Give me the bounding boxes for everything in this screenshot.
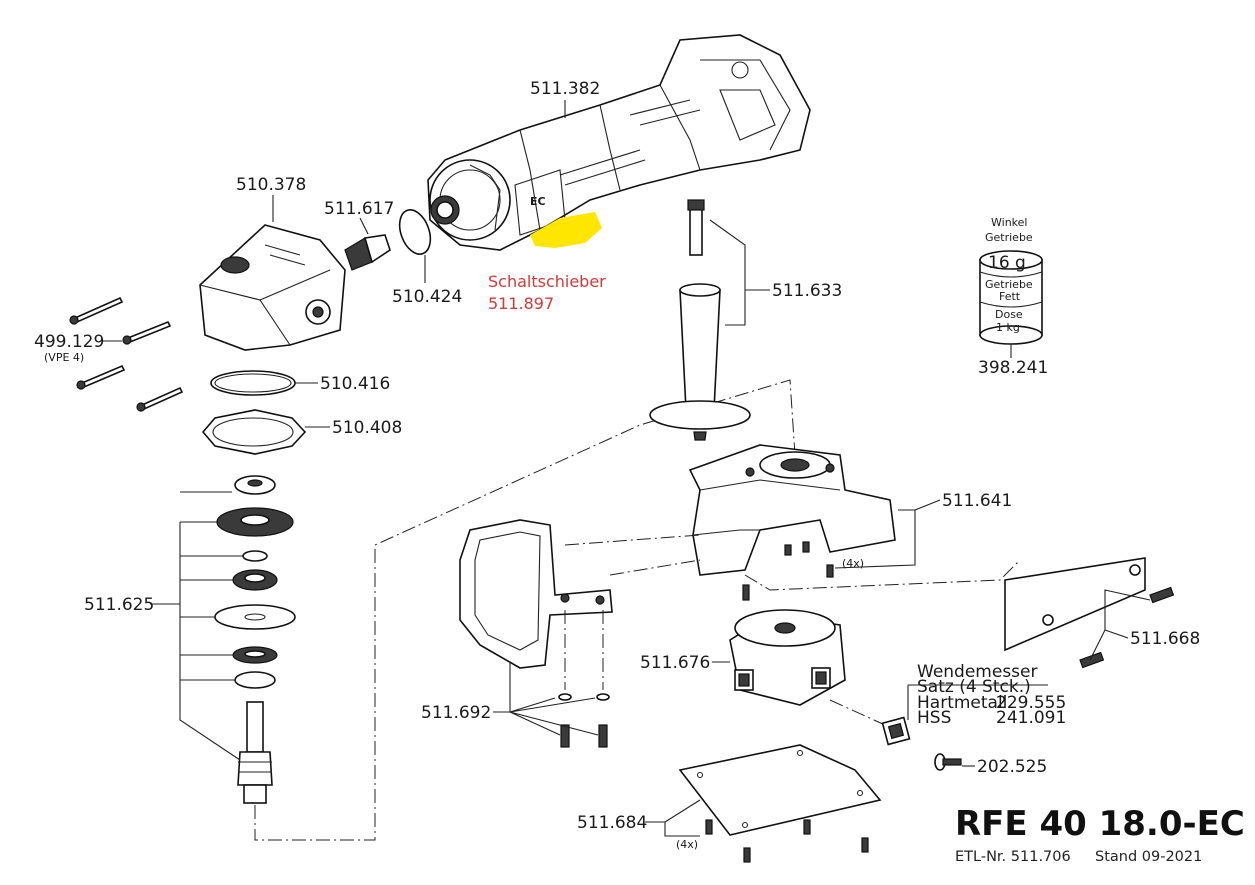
housing-screws bbox=[69, 296, 184, 412]
part-label-510424: 510.424 bbox=[392, 287, 462, 307]
model-title: RFE 40 18.0-EC bbox=[955, 804, 1245, 844]
part-label-499129: 499.129 bbox=[34, 332, 104, 352]
part-label-511692: 511.692 bbox=[421, 703, 491, 723]
tin-label-line3: Getriebe bbox=[985, 278, 1033, 291]
blade-insert bbox=[881, 716, 911, 746]
grease-tin bbox=[979, 250, 1043, 345]
chip-guard bbox=[459, 519, 613, 669]
blade-screw bbox=[934, 753, 962, 771]
footer-etl: ETL-Nr. 511.706 bbox=[955, 849, 1071, 865]
seal-ring bbox=[210, 370, 296, 396]
part-label-511668: 511.668 bbox=[1130, 629, 1200, 649]
part-label-511633: 511.633 bbox=[772, 281, 842, 301]
blade-row1-label: Hartmetall bbox=[917, 693, 1007, 713]
pinion-gear bbox=[344, 234, 391, 271]
tin-label-line2: Getriebe bbox=[985, 231, 1033, 244]
part-label-511676: 511.676 bbox=[640, 653, 710, 673]
annotation-switch-line1: Schaltschieber bbox=[488, 272, 606, 291]
footer-stand: Stand 09-2021 bbox=[1095, 849, 1202, 865]
part-label-510408: 510.408 bbox=[332, 418, 402, 438]
tin-label-line6: 1 kg bbox=[996, 321, 1020, 334]
tin-weight: 16 g bbox=[988, 253, 1026, 273]
blade-title-line1: Wendemesser bbox=[917, 662, 1037, 682]
part-label-511641: 511.641 bbox=[942, 491, 1012, 511]
blade-title-line2: Satz (4 Stck.) bbox=[917, 677, 1031, 697]
part-label-510378: 510.378 bbox=[236, 175, 306, 195]
part-label-398241: 398.241 bbox=[978, 358, 1048, 378]
blade-row2-value: 241.091 bbox=[996, 708, 1066, 728]
base-plate bbox=[688, 444, 896, 576]
annotation-switch-line2: 511.897 bbox=[488, 294, 554, 313]
blade-row2-label: HSS bbox=[917, 708, 951, 728]
o-ring bbox=[398, 209, 432, 255]
svg-text:EC: EC bbox=[530, 195, 546, 208]
tin-label-line1: Winkel bbox=[991, 216, 1027, 229]
gear-assembly bbox=[214, 475, 296, 804]
part-label-511684: 511.684 bbox=[577, 813, 647, 833]
part-note-511641: (4x) bbox=[842, 557, 864, 570]
bottom-plate bbox=[678, 744, 882, 863]
part-note-499129: (VPE 4) bbox=[44, 351, 84, 364]
side-handle bbox=[649, 199, 751, 441]
switch-highlight bbox=[530, 212, 602, 248]
guide-rail bbox=[1004, 557, 1175, 669]
part-label-511617: 511.617 bbox=[324, 199, 394, 219]
blade-row1-value: 229.555 bbox=[996, 693, 1066, 713]
cutter-head bbox=[729, 609, 846, 706]
tin-label-line5: Dose bbox=[995, 308, 1023, 321]
base-screws bbox=[742, 541, 834, 601]
tin-label-line4: Fett bbox=[999, 290, 1021, 303]
part-label-202525: 202.525 bbox=[977, 757, 1047, 777]
motor-housing: EC bbox=[427, 34, 811, 251]
part-note-511684: (4x) bbox=[676, 838, 698, 851]
part-label-511382: 511.382 bbox=[530, 79, 600, 99]
part-label-510416: 510.416 bbox=[320, 374, 390, 394]
part-label-511625: 511.625 bbox=[84, 595, 154, 615]
gear-housing bbox=[199, 224, 346, 351]
gasket bbox=[201, 409, 307, 455]
guard-screws bbox=[558, 693, 610, 748]
